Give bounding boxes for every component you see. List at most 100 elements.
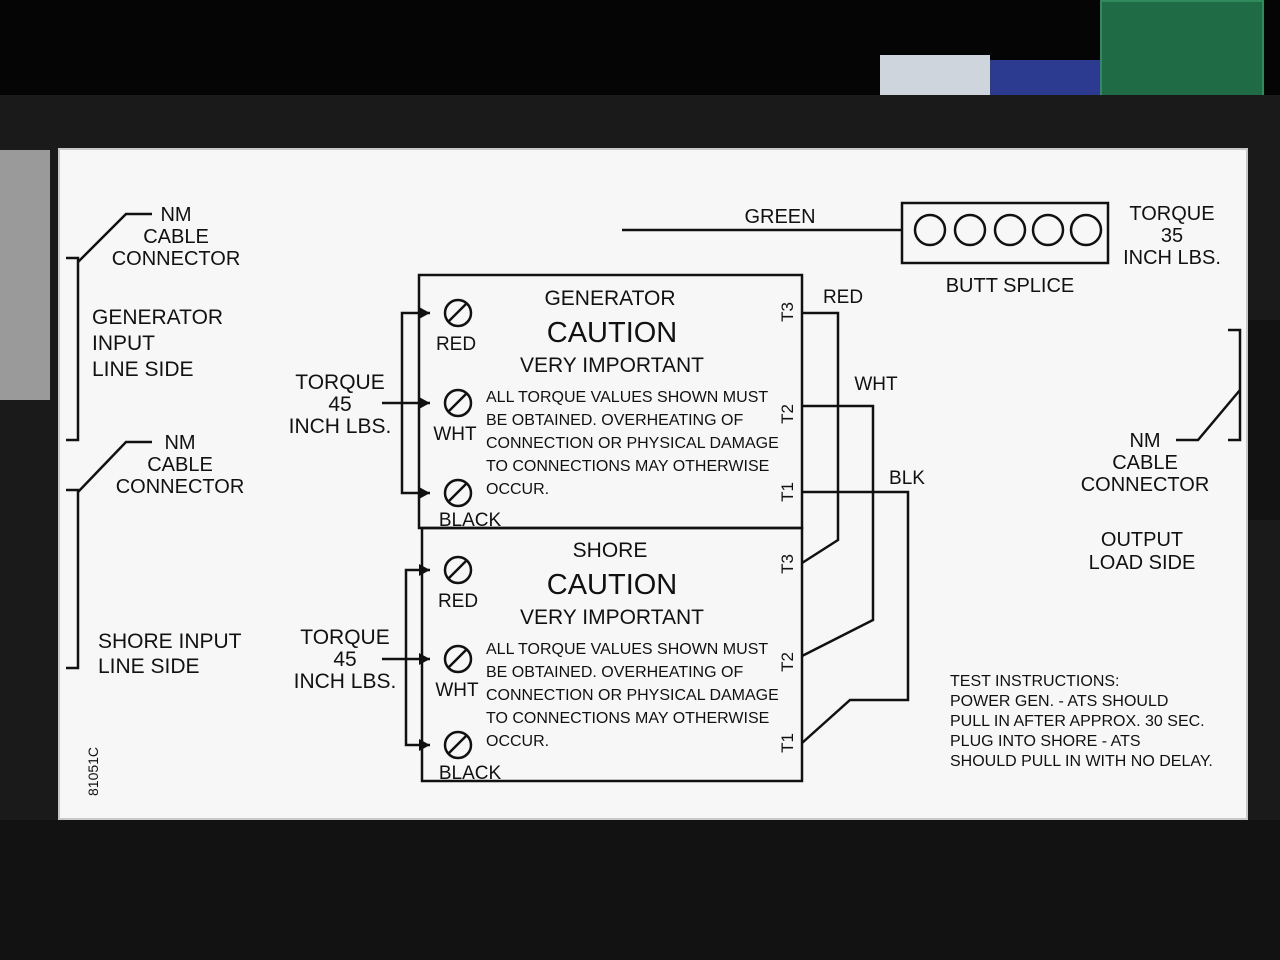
splice-port — [1031, 213, 1065, 247]
output-2: LOAD SIDE — [1089, 552, 1196, 574]
gen-terminal-wht: WHT — [433, 424, 477, 445]
nm-mid-3: CONNECTOR — [116, 476, 245, 498]
shore-input-2: LINE SIDE — [98, 655, 200, 678]
gen-warning-3: CONNECTION OR PHYSICAL DAMAGE — [486, 435, 779, 452]
screw-icon — [443, 298, 473, 328]
red-wire — [801, 311, 840, 565]
shore-importance: VERY IMPORTANT — [520, 606, 704, 629]
shore-torque-1: TORQUE — [300, 626, 389, 649]
shore-torque-3: INCH LBS. — [294, 670, 397, 693]
butt-splice-label: BUTT SPLICE — [946, 275, 1075, 297]
screw-icon — [443, 644, 473, 674]
shore-input-bracket — [66, 488, 80, 670]
gen-title: GENERATOR — [544, 287, 675, 310]
gen-warning-4: TO CONNECTIONS MAY OTHERWISE — [486, 458, 769, 475]
test-3: PULL IN AFTER APPROX. 30 SEC. — [950, 713, 1205, 730]
shore-terminal-red: RED — [438, 591, 478, 612]
gen-warning-5: OCCUR. — [486, 481, 549, 498]
gen-torque-2: 45 — [328, 393, 351, 416]
part-number: 81051C — [85, 747, 101, 796]
gen-warning-2: BE OBTAINED. OVERHEATING OF — [486, 412, 743, 429]
screw-icon — [443, 555, 473, 585]
gen-importance: VERY IMPORTANT — [520, 354, 704, 377]
shore-warning-5: OCCUR. — [486, 733, 549, 750]
black-wire — [801, 490, 910, 744]
shore-caution: CAUTION — [547, 569, 678, 601]
splice-port — [953, 213, 987, 247]
shore-t2: T2 — [778, 652, 797, 672]
nm-mid-2: CABLE — [147, 454, 213, 476]
screw-terminals — [443, 298, 473, 760]
nm-leader-top — [77, 212, 152, 263]
nm-top-3: CONNECTOR — [112, 248, 241, 270]
ground-torque-1: TORQUE — [1129, 203, 1214, 225]
gen-input-bracket — [66, 256, 80, 442]
splice-port — [1069, 213, 1103, 247]
gen-terminal-black: BLACK — [439, 510, 502, 531]
output-1: OUTPUT — [1101, 529, 1183, 551]
wiring-label — [58, 148, 1248, 820]
ground-torque-3: INCH LBS. — [1123, 247, 1221, 269]
nm-leader-mid — [77, 440, 152, 493]
green-label: GREEN — [744, 206, 815, 228]
shore-warning-1: ALL TORQUE VALUES SHOWN MUST — [486, 641, 768, 658]
shore-title: SHORE — [573, 539, 648, 562]
ground-torque-2: 35 — [1161, 225, 1183, 247]
gen-t2: T2 — [778, 404, 797, 424]
wire-label-red: RED — [823, 287, 863, 308]
gen-terminal-red: RED — [436, 334, 476, 355]
arrow-shore-red — [419, 564, 430, 576]
shore-t1: T1 — [778, 733, 797, 753]
gen-t1: T1 — [778, 482, 797, 502]
arrow-gen-blk — [419, 487, 430, 499]
wire-label-wht: WHT — [854, 374, 898, 395]
nm-top-2: CABLE — [143, 226, 209, 248]
arrow-shore-wht — [419, 653, 430, 665]
nm-right-3: CONNECTOR — [1081, 474, 1210, 496]
test-2: POWER GEN. - ATS SHOULD — [950, 693, 1168, 710]
butt-splice-box — [900, 201, 1110, 265]
panel-bottom — [0, 820, 1280, 960]
gen-caution: CAUTION — [547, 317, 678, 349]
gen-input-3: LINE SIDE — [92, 358, 194, 381]
nm-leader-right — [1176, 389, 1241, 442]
shore-warning-2: BE OBTAINED. OVERHEATING OF — [486, 664, 743, 681]
gen-t3: T3 — [778, 302, 797, 322]
test-5: SHOULD PULL IN WITH NO DELAY. — [950, 753, 1213, 770]
shore-box — [420, 526, 804, 783]
metal-bracket — [0, 150, 50, 400]
shore-terminal-bus — [404, 568, 430, 747]
shore-warning-4: TO CONNECTIONS MAY OTHERWISE — [486, 710, 769, 727]
nm-right-2: CABLE — [1112, 452, 1178, 474]
output-bracket — [1228, 328, 1242, 442]
test-1: TEST INSTRUCTIONS: — [950, 673, 1120, 690]
nm-right-1: NM — [1129, 430, 1160, 452]
gen-input-1: GENERATOR — [92, 306, 223, 329]
wire-label-blk: BLK — [889, 468, 925, 489]
gen-warning-1: ALL TORQUE VALUES SHOWN MUST — [486, 389, 768, 406]
gen-torque-3: INCH LBS. — [289, 415, 392, 438]
arrow-gen-wht — [419, 397, 430, 409]
nm-mid-1: NM — [164, 432, 195, 454]
arrow-gen-red — [419, 307, 430, 319]
shore-t3: T3 — [778, 554, 797, 574]
splice-port — [993, 213, 1027, 247]
screw-icon — [443, 388, 473, 418]
white-wire — [801, 404, 875, 658]
shore-terminal-black: BLACK — [439, 763, 502, 784]
arrow-shore-blk — [419, 739, 430, 751]
shore-torque-2: 45 — [333, 648, 356, 671]
screw-icon — [443, 478, 473, 508]
test-4: PLUG INTO SHORE - ATS — [950, 733, 1141, 750]
wire-lines — [66, 212, 1242, 747]
screw-icon — [443, 730, 473, 760]
splice-port — [913, 213, 947, 247]
gen-torque-1: TORQUE — [295, 371, 384, 394]
shore-terminal-wht: WHT — [435, 680, 479, 701]
splice-ports — [913, 213, 1103, 247]
gen-input-2: INPUT — [92, 332, 155, 355]
shore-warning-3: CONNECTION OR PHYSICAL DAMAGE — [486, 687, 779, 704]
nm-top-1: NM — [160, 204, 191, 226]
